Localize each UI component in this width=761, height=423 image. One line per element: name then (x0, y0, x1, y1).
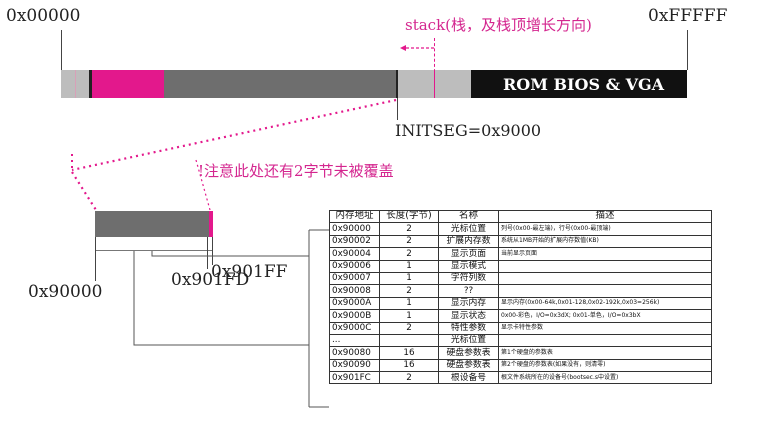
cell-name: 特性参数 (438, 321, 499, 335)
cell-length (379, 333, 439, 348)
memory-bar: ROM BIOS & VGA (61, 70, 687, 98)
addr-901ff-label: 0x901FF (211, 262, 288, 282)
rom-bios-label: ROM BIOS & VGA (503, 75, 665, 94)
initseg-stripe (396, 70, 398, 98)
bar-stripe-2 (89, 70, 92, 98)
cell-length: 2 (379, 222, 439, 236)
cell-description (498, 259, 712, 273)
end-address-label: 0xFFFFF (648, 6, 728, 26)
cell-address: 0x9000B (329, 309, 380, 323)
cell-description (498, 284, 712, 298)
cell-length: 2 (379, 234, 439, 249)
cell-name: 扩展内存数 (438, 234, 499, 249)
cell-description: 第2个硬盘的参数表(如果没有，则清零) (498, 358, 712, 373)
cell-description: 当前显示页面 (498, 247, 712, 261)
cell-description: 0x00-彩色，I/O=0x3dX; 0x01-单色，I/O=0x3bX (498, 309, 712, 323)
cell-name: 光标位置 (438, 222, 499, 236)
cell-length: 2 (379, 321, 439, 335)
cell-name: 根设备号 (438, 371, 499, 385)
system-module-block (92, 70, 164, 98)
table-header-row: 内存地址 长度(字节) 名称 描述 (329, 209, 712, 224)
header-address: 内存地址 (329, 209, 380, 224)
header-name: 名称 (438, 209, 499, 224)
bar-stripe-1 (75, 70, 76, 98)
free-memory-block (164, 70, 396, 98)
cell-name: ?? (438, 284, 499, 298)
cell-address: 0x9000C (329, 321, 380, 335)
tick-901fd (207, 237, 208, 269)
cell-address: ... (329, 333, 380, 348)
cell-description: 显示卡特性参数 (498, 321, 712, 335)
cell-length: 1 (379, 296, 439, 311)
cell-address: 0x90000 (329, 222, 380, 236)
cell-address: 0x9000A (329, 296, 380, 311)
stack-arrow-icon (400, 45, 434, 51)
tick-901ff (212, 237, 213, 265)
zoom-bar (95, 211, 213, 237)
cell-name: 显示页面 (438, 247, 499, 261)
cell-name: 显示状态 (438, 309, 499, 323)
cell-description (498, 333, 712, 348)
cell-description: 显示内存(0x00-64k,0x01-128,0x02-192k,0x03=25… (498, 296, 712, 311)
cell-length: 16 (379, 346, 439, 360)
cell-length: 1 (379, 309, 439, 323)
end-tick (687, 30, 688, 70)
addr-901fd-label: 0x901FD (171, 270, 250, 290)
cell-length: 2 (379, 284, 439, 298)
cell-name: 字符列数 (438, 271, 499, 286)
cell-description: 第1个硬盘的参数表 (498, 346, 712, 360)
cell-address: 0x901FC (329, 371, 380, 385)
start-tick (61, 30, 62, 70)
start-address-label: 0x00000 (6, 6, 81, 26)
cell-address: 0x90008 (329, 284, 380, 298)
cell-address: 0x90006 (329, 259, 380, 273)
initseg-line (397, 98, 398, 120)
cell-length: 1 (379, 259, 439, 273)
cell-name: 显示内存 (438, 296, 499, 311)
cell-description: 根文件系统所在的设备号(bootsec.s中设置) (498, 371, 712, 385)
addr-90000-label: 0x90000 (28, 282, 103, 302)
cell-description (498, 271, 712, 286)
cell-name: 显示模式 (438, 259, 499, 273)
cell-name: 硬盘参数表 (438, 346, 499, 360)
initseg-label: INITSEG=0x9000 (395, 121, 542, 140)
cell-description: 列号(0x00-最左端)，行号(0x00-最顶端) (498, 222, 712, 236)
table-row: ... 光标位置 (329, 333, 712, 348)
cell-name: 光标位置 (438, 333, 499, 348)
cell-name: 硬盘参数表 (438, 358, 499, 373)
stack-vertical-line (434, 38, 435, 98)
rom-bios-block: ROM BIOS & VGA (471, 70, 687, 98)
cell-address: 0x90002 (329, 234, 380, 249)
cell-address: 0x90007 (329, 271, 380, 286)
cell-length: 2 (379, 371, 439, 385)
cell-length: 1 (379, 271, 439, 286)
zoom-bar-uncovered (209, 211, 213, 237)
warning-note: !注意此处还有2字节未被覆盖 (198, 162, 394, 180)
cell-length: 2 (379, 247, 439, 261)
cell-description: 系统从1MB开始的扩展内存数值(KB) (498, 234, 712, 249)
stack-label: stack(栈，及栈顶增长方向) (405, 16, 592, 34)
tick-90000 (95, 237, 96, 281)
cell-address: 0x90090 (329, 358, 380, 373)
header-length: 长度(字节) (379, 209, 439, 224)
cell-address: 0x90080 (329, 346, 380, 360)
cell-length: 16 (379, 358, 439, 373)
cell-address: 0x90004 (329, 247, 380, 261)
header-description: 描述 (498, 209, 712, 224)
